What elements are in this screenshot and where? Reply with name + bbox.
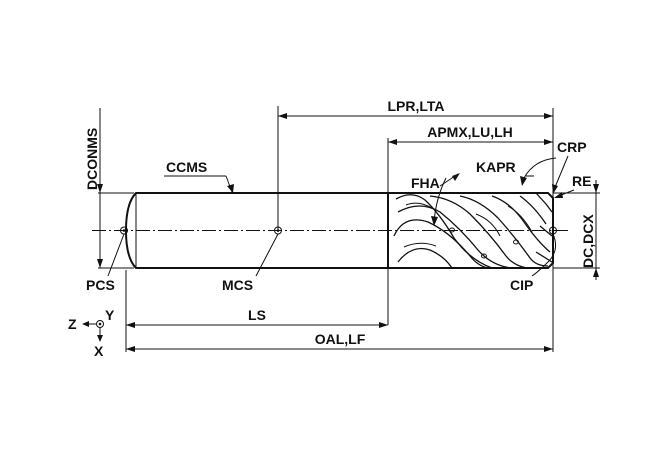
ccms-label: CCMS xyxy=(166,159,207,175)
cip-label: CIP xyxy=(510,277,533,293)
lpr-lta-label: LPR,LTA xyxy=(387,98,444,114)
ccms-leader xyxy=(164,175,234,193)
re-label: RE xyxy=(572,173,591,189)
cip-point xyxy=(531,226,557,277)
axis-z-label: Z xyxy=(68,316,77,332)
flute-body xyxy=(388,192,554,269)
oal-lf-dimension xyxy=(126,346,553,352)
dconms-label: DCONMS xyxy=(84,128,100,190)
coordinate-triad xyxy=(82,320,104,342)
crp-label: CRP xyxy=(557,139,587,155)
apmx-label: APMX,LU,LH xyxy=(427,124,513,140)
ls-label: LS xyxy=(248,307,266,323)
re-leader xyxy=(554,189,575,198)
axis-x-label: X xyxy=(94,343,104,359)
pcs-label: PCS xyxy=(86,277,115,293)
mcs-label: MCS xyxy=(222,277,253,293)
dc-dcx-label: DC,DCX xyxy=(580,214,596,268)
mcs-point xyxy=(255,226,282,277)
kapr-label: KAPR xyxy=(476,159,516,175)
fha-label: FHA xyxy=(411,175,440,191)
crp-leader xyxy=(552,155,569,194)
dconms-dimension xyxy=(97,108,134,269)
fha-leader xyxy=(431,173,460,226)
ls-dimension xyxy=(125,270,388,352)
pcs-point xyxy=(107,226,128,277)
lpr-lta-dimension xyxy=(277,106,553,232)
apmx-dimension xyxy=(387,138,553,325)
oal-lf-label: OAL,LF xyxy=(315,331,366,347)
dc-dcx-dimension xyxy=(553,180,600,280)
kapr-arc xyxy=(520,157,557,186)
axis-y-label: Y xyxy=(105,307,115,323)
